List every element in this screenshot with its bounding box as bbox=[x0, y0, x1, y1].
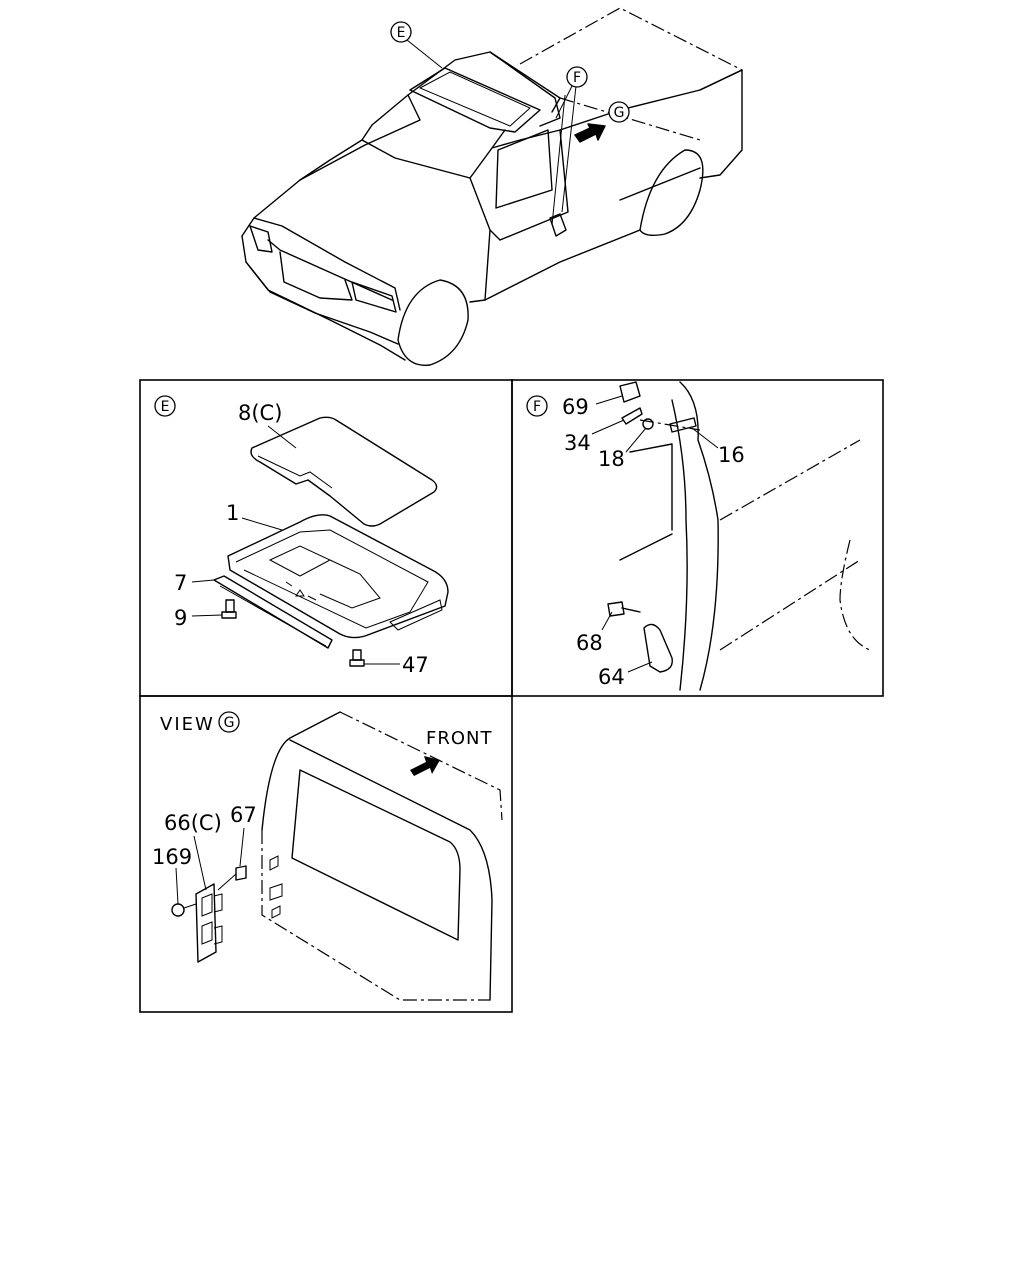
callout-g-overview: G bbox=[608, 101, 630, 123]
svg-text:E: E bbox=[397, 25, 406, 41]
part-69-grommet bbox=[619, 381, 641, 403]
view-f: F 69 34 18 16 bbox=[526, 381, 871, 691]
view-g: VIEW G FRONT bbox=[152, 711, 503, 1001]
svg-text:F: F bbox=[573, 70, 581, 86]
label-9: 9 bbox=[174, 606, 187, 630]
part-67-nut bbox=[235, 865, 247, 881]
view-e-frame bbox=[139, 379, 513, 697]
part-169-screw bbox=[171, 903, 197, 917]
view-g-title: VIEW bbox=[160, 714, 215, 735]
part-8c-pad bbox=[250, 416, 438, 527]
svg-text:E: E bbox=[161, 399, 170, 415]
label-47: 47 bbox=[402, 653, 429, 677]
truck-overview: E F G bbox=[241, 7, 743, 366]
svg-text:G: G bbox=[614, 105, 625, 121]
label-69: 69 bbox=[562, 395, 589, 419]
view-g-frame bbox=[139, 695, 513, 1013]
label-34: 34 bbox=[564, 431, 591, 455]
callout-f-overview: F bbox=[566, 66, 588, 88]
label-7: 7 bbox=[174, 571, 187, 595]
label-8c: 8(C) bbox=[238, 401, 282, 425]
part-9-clip bbox=[221, 599, 237, 619]
front-label: FRONT bbox=[426, 728, 493, 749]
part-18-nut bbox=[642, 418, 654, 430]
label-67: 67 bbox=[230, 803, 257, 827]
part-47-clip bbox=[349, 649, 365, 667]
label-18: 18 bbox=[598, 447, 625, 471]
view-e: E 8(C) 1 7 9 bbox=[154, 395, 449, 677]
svg-text:G: G bbox=[224, 715, 235, 731]
part-68-bolt bbox=[607, 601, 641, 617]
callout-e-overview: E bbox=[390, 21, 412, 43]
label-16: 16 bbox=[718, 443, 745, 467]
callout-e: E bbox=[154, 395, 176, 417]
part-66c-bracket bbox=[195, 883, 223, 963]
callout-f: F bbox=[526, 395, 548, 417]
part-34-rod bbox=[621, 407, 643, 425]
part-16-bracket bbox=[669, 417, 697, 433]
label-66c: 66(C) bbox=[164, 811, 222, 835]
svg-text:F: F bbox=[533, 399, 541, 415]
label-68: 68 bbox=[576, 631, 603, 655]
label-169: 169 bbox=[152, 845, 192, 869]
part-64-antenna-base bbox=[643, 623, 673, 673]
rear-window bbox=[291, 769, 461, 941]
callout-g: G bbox=[218, 711, 240, 733]
part-1-console bbox=[227, 514, 449, 639]
label-64: 64 bbox=[598, 665, 625, 689]
label-1: 1 bbox=[226, 501, 239, 525]
view-f-frame bbox=[511, 379, 884, 697]
front-arrow-icon bbox=[410, 756, 440, 776]
